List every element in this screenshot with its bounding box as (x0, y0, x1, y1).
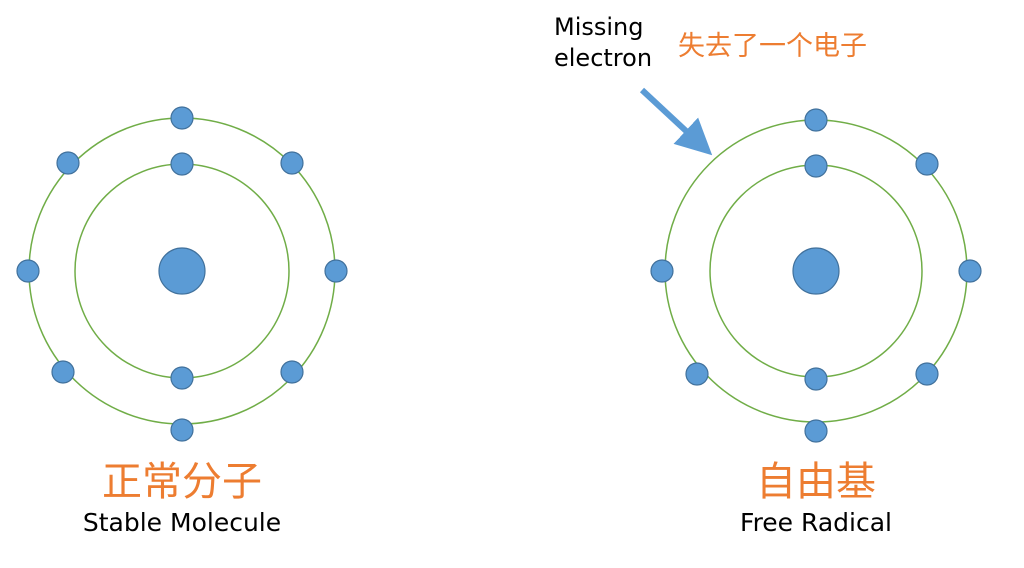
nucleus (792, 247, 840, 295)
electron (280, 360, 304, 384)
electron (170, 366, 194, 390)
missing-electron-arrow (639, 87, 713, 156)
electron (324, 259, 348, 283)
electron (56, 151, 80, 175)
free-radical-title: Free Radical (740, 508, 892, 537)
electron (51, 360, 75, 384)
electron (804, 108, 828, 132)
electron (170, 418, 194, 442)
free-radical-title-cn: 自由基 (756, 459, 876, 505)
electron (650, 259, 674, 283)
stable-molecule-title: Stable Molecule (82, 508, 282, 537)
electron (16, 259, 40, 283)
electron (170, 152, 194, 176)
electron (280, 151, 304, 175)
missing-electron-label: Missing electron (554, 13, 653, 72)
electron (804, 154, 828, 178)
free-radical-atom (650, 108, 982, 443)
electron (685, 362, 709, 386)
electron (958, 259, 982, 283)
electron (804, 419, 828, 443)
stable-molecule-title-cn: 正常分子 (102, 459, 262, 505)
electron (804, 367, 828, 391)
electron (915, 362, 939, 386)
stable-molecule-atom (16, 106, 348, 442)
electron (915, 152, 939, 176)
nucleus (158, 247, 206, 295)
electron (170, 106, 194, 130)
missing-electron-label-cn: 失去了一个电子 (678, 31, 867, 62)
